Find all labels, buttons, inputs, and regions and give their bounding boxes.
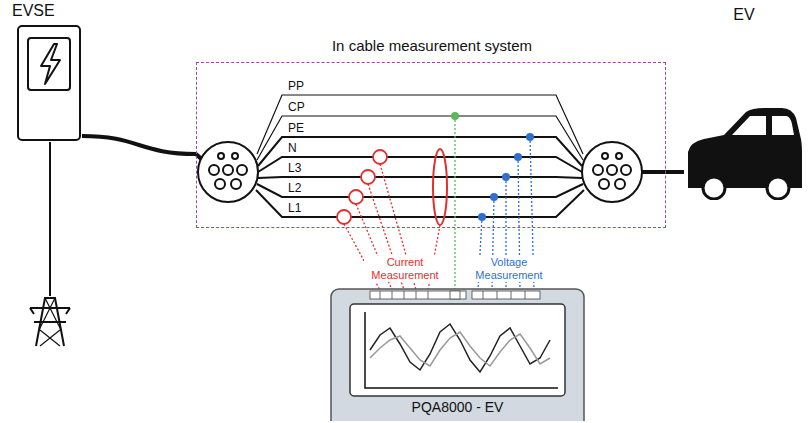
node-label: PQA8000 - EV (330, 399, 585, 415)
connector-plug (198, 142, 642, 202)
wire (257, 184, 583, 197)
signal-name: L3 (288, 161, 328, 175)
cp-lead (454, 116, 455, 290)
current-sensors (337, 149, 447, 290)
measurement-label: Current Measurement (364, 256, 446, 282)
node-label: In cable measurement system (197, 37, 667, 54)
vehicle-node: EV (684, 2, 804, 200)
node-label: EVSE (12, 2, 72, 20)
current-clamp (373, 150, 387, 164)
cp-tap (451, 112, 459, 290)
voltage-dot (502, 173, 510, 181)
connector-right (582, 142, 642, 202)
signal-name: CP (288, 100, 328, 114)
current-clamp (361, 170, 375, 184)
wires (256, 95, 584, 217)
voltage-dot (514, 153, 522, 161)
charger-node: EVSE (10, 2, 82, 142)
pin (607, 165, 617, 175)
pin (621, 165, 631, 175)
wire (258, 177, 582, 178)
tower-arms (30, 308, 70, 322)
measurement-region: In cable measurement system (196, 62, 666, 228)
cable-tail (642, 170, 666, 174)
signal-name: PE (288, 121, 328, 135)
voltage-dot (478, 213, 486, 221)
node-label: EV (684, 6, 804, 24)
signal-name: N (288, 141, 328, 155)
pin (615, 179, 625, 189)
analyzer-box: PQA8000 - EV (330, 288, 585, 421)
pin (593, 165, 603, 175)
measurement-label: Voltage Measurement (468, 256, 550, 282)
pin (231, 179, 241, 189)
tower-braces (39, 298, 61, 346)
wire (256, 190, 584, 217)
supply-wire (49, 142, 51, 296)
pin (209, 165, 219, 175)
wire (258, 137, 582, 166)
pin (237, 165, 247, 175)
current-clamp (349, 190, 363, 204)
current-clamp (337, 210, 351, 224)
signal-name: L2 (288, 181, 328, 195)
charging-cable (82, 136, 196, 154)
pin (218, 153, 224, 159)
power-tower (30, 142, 70, 346)
signal-name: PP (288, 79, 328, 93)
cp-dot (451, 112, 459, 120)
pin (215, 179, 225, 189)
charging-cable (666, 170, 684, 174)
wire (257, 95, 583, 154)
pin (232, 153, 238, 159)
wire (258, 157, 582, 172)
pin (223, 165, 233, 175)
pin (616, 153, 622, 159)
voltage-dot (490, 193, 498, 201)
car-icon (684, 2, 804, 200)
charger-icon (10, 2, 82, 142)
pin (602, 153, 608, 159)
pin (599, 179, 609, 189)
leakage-clamp (433, 149, 447, 225)
voltage-dot (526, 133, 534, 141)
connector-left (198, 142, 258, 202)
signal-name: L1 (288, 201, 328, 215)
